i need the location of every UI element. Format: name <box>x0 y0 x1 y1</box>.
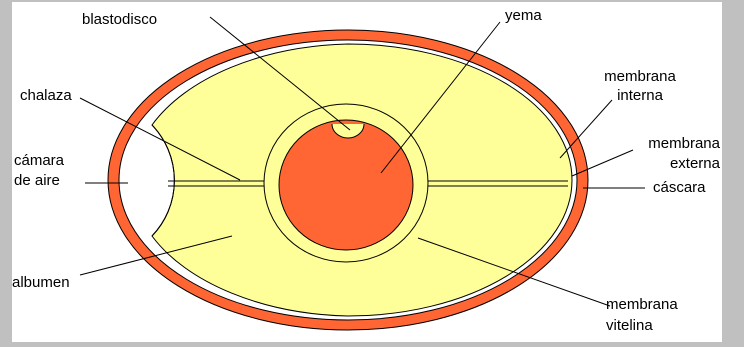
label-blastodisco: blastodisco <box>82 10 157 29</box>
label-yema: yema <box>505 6 542 25</box>
label-camara-line1: cámara <box>14 151 64 170</box>
label-chalaza: chalaza <box>20 86 72 105</box>
label-membrana-interna-line1: membrana <box>596 67 684 86</box>
yolk <box>279 120 413 250</box>
label-membrana-vitelina-line1: membrana <box>606 295 678 314</box>
label-membrana-externa-line2: externa <box>628 154 720 173</box>
label-albumen: albumen <box>12 273 70 292</box>
label-membrana-interna-line2: interna <box>596 86 684 105</box>
label-cascara: cáscara <box>653 178 706 197</box>
label-membrana-vitelina-line2: vitelina <box>606 316 653 335</box>
label-camara-line2: de aire <box>14 171 60 190</box>
label-membrana-externa-line1: membrana <box>628 134 720 153</box>
